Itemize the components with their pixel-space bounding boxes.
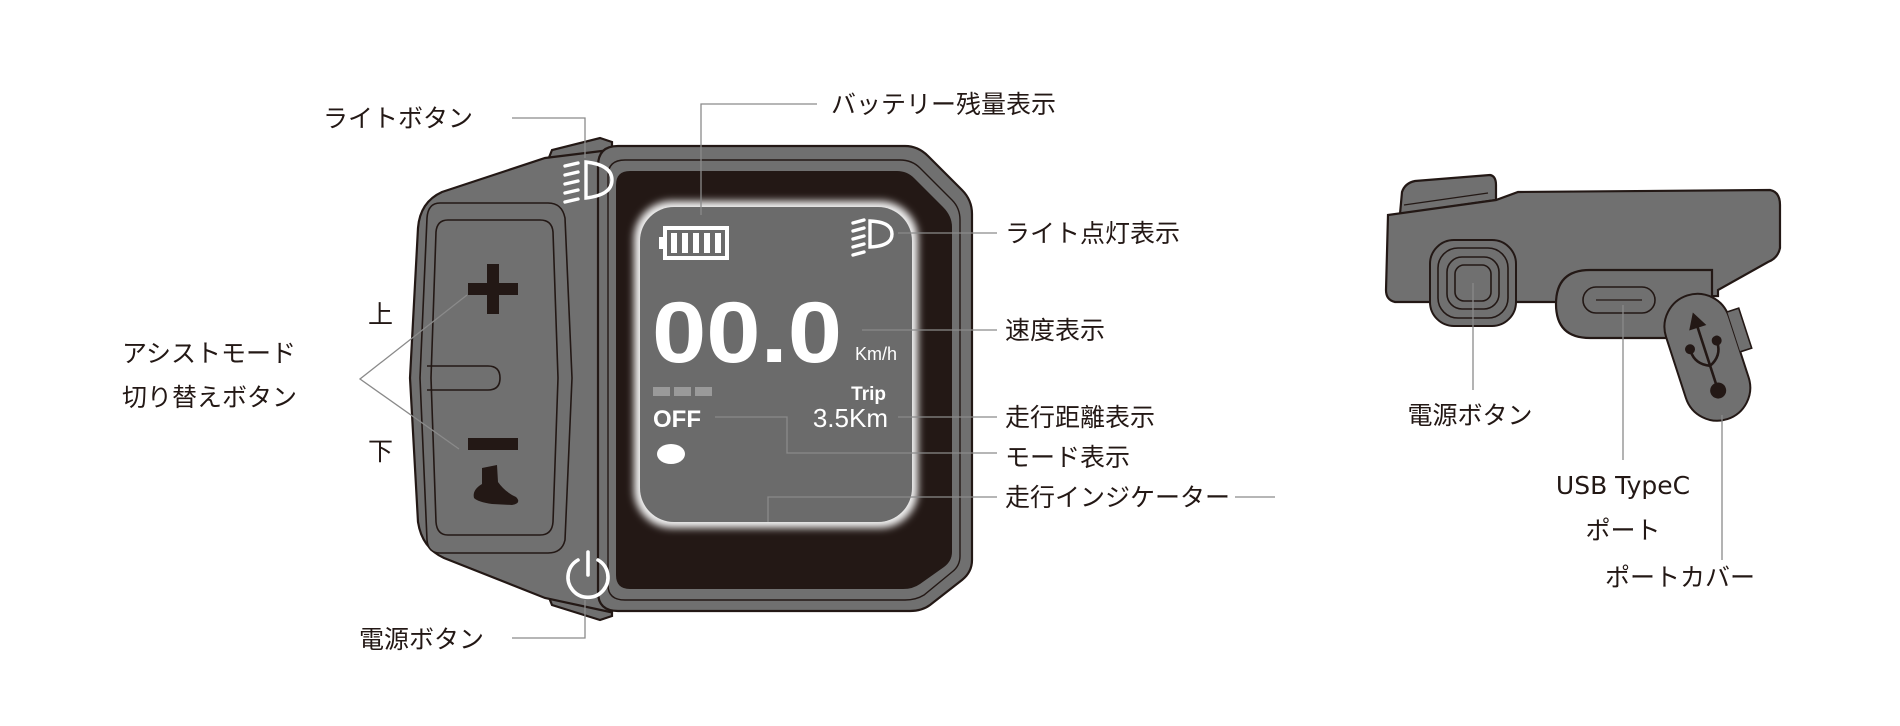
assist-level-bar (695, 387, 712, 396)
battery-bar (682, 233, 688, 253)
speed-value: 00.0 (652, 285, 842, 381)
label-light-on-display: ライト点灯表示 (1005, 219, 1180, 248)
label-mode-display: モード表示 (1005, 443, 1130, 472)
label-usb-port-2: ポート (1585, 516, 1660, 545)
label-battery-display: バッテリー残量表示 (831, 90, 1056, 119)
minus-icon[interactable] (468, 438, 518, 450)
side-leader-lines (1472, 283, 1723, 560)
side-tab-edge (1403, 192, 1489, 206)
battery-icon (659, 226, 729, 260)
battery-bar (704, 233, 710, 253)
light-icon[interactable] (563, 160, 614, 204)
front-leader-lines (358, 103, 1275, 639)
label-assist-mode-1: アシストモード (122, 339, 296, 368)
label-power-button: 電源ボタン (359, 625, 484, 654)
label-port-cover: ポートカバー (1605, 563, 1755, 592)
label-usb-port-1: USB TypeC (1556, 471, 1690, 500)
label-assist-mode-2: 切り替えボタン (122, 383, 297, 412)
battery-level-bars (671, 233, 721, 253)
port-cover[interactable] (1656, 282, 1770, 430)
battery-bar (671, 233, 677, 253)
side-top-tab (1398, 173, 1498, 216)
speed-unit: Km/h (855, 344, 897, 364)
light-on-icon (851, 218, 894, 257)
power-icon[interactable] (566, 550, 610, 600)
trip-label: Trip (851, 384, 886, 405)
lcd-screen (640, 207, 912, 522)
walk-assist-icon[interactable] (473, 465, 519, 505)
plus-icon[interactable] (468, 264, 518, 314)
assist-level-bar (653, 387, 670, 396)
label-light-button: ライトボタン (323, 104, 473, 133)
label-running-indicator: 走行インジケーター (1005, 483, 1230, 512)
label-side-power-button: 電源ボタン (1407, 401, 1532, 430)
button-divider-slot (427, 365, 501, 391)
mode-indicator-icon (657, 444, 685, 464)
display-unit-front: 00.0 Km/h Trip 3.5Km OFF (408, 136, 974, 622)
assist-level-bars (653, 387, 712, 396)
mode-value: OFF (653, 406, 701, 433)
assist-button-inner (430, 219, 559, 536)
battery-bar (715, 233, 721, 253)
label-distance-display: 走行距離表示 (1005, 403, 1155, 432)
label-speed-display: 速度表示 (1005, 316, 1105, 345)
label-down: 下 (368, 437, 393, 466)
trip-value: 3.5Km (813, 403, 888, 433)
assist-level-bar (674, 387, 691, 396)
assist-button-panel (419, 202, 573, 554)
label-up: 上 (368, 300, 393, 329)
usb-icon (1685, 312, 1727, 399)
battery-bar (693, 233, 699, 253)
display-unit-side (1384, 173, 1782, 430)
